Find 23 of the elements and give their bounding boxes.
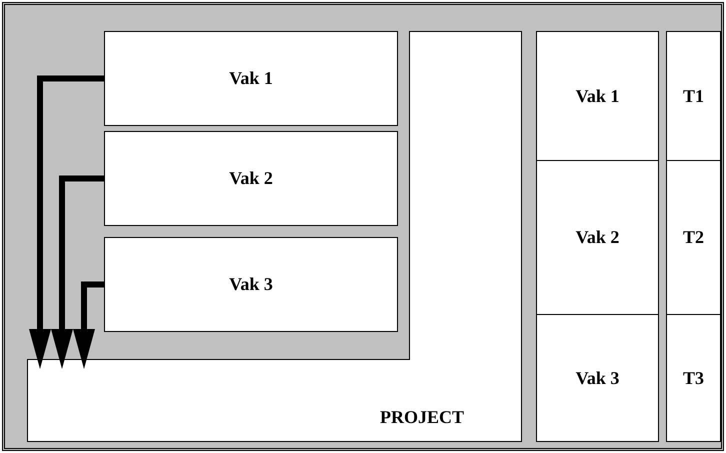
box-label: Vak 1 <box>229 68 273 89</box>
text-box <box>666 314 721 442</box>
box-label: Vak 3 <box>229 274 273 295</box>
project-box <box>27 31 522 442</box>
project-label: PROJECT <box>380 407 464 428</box>
text-box <box>536 314 659 442</box>
text-box <box>104 237 398 332</box>
text-box <box>666 160 721 315</box>
box-label: Vak 2 <box>576 227 620 248</box>
box-label: Vak 3 <box>576 368 620 388</box>
text-box <box>666 31 721 161</box>
box-label: T1 <box>682 86 704 106</box>
box-label: Vak 1 <box>576 86 620 106</box>
text-box <box>536 31 659 161</box>
arrow <box>51 176 104 369</box>
text-box <box>104 131 398 226</box>
box-label: T2 <box>682 227 704 248</box>
text-box <box>104 31 398 126</box>
box-label: T3 <box>682 368 704 388</box>
arrow <box>73 282 104 369</box>
arrow <box>29 76 104 369</box>
box-label: Vak 2 <box>229 168 273 189</box>
text-box <box>536 160 659 315</box>
